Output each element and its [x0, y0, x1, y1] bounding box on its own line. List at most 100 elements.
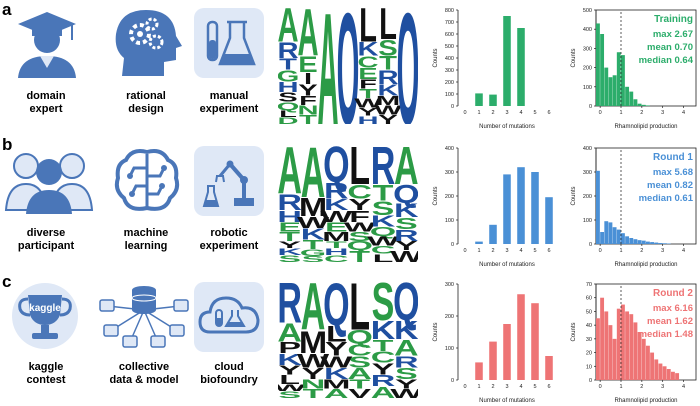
logo-letter: L — [359, 6, 377, 52]
hist-bar — [616, 52, 621, 106]
y-tick-label: 100 — [445, 92, 454, 98]
logo-letter: E — [358, 65, 377, 83]
data-network-icon — [99, 286, 189, 348]
logo-letter: A — [301, 280, 326, 345]
logo-letter: K — [301, 225, 326, 243]
y-tick-label: 500 — [583, 8, 592, 14]
y-tick-label: 200 — [445, 80, 454, 86]
y-tick-label: 100 — [583, 85, 592, 91]
hist-bar — [621, 304, 625, 380]
panel-label-a: a — [2, 0, 12, 19]
x-tick-label: 5 — [533, 248, 536, 254]
y-tick-label: 200 — [583, 66, 592, 72]
logo-letter: Q — [278, 100, 299, 113]
logo-letter: M — [376, 94, 400, 108]
hist-bar — [612, 227, 617, 244]
y-tick-label: 200 — [583, 194, 592, 200]
logo-letter: A — [278, 6, 299, 52]
hist-bar — [641, 338, 646, 380]
y-tick-label: 100 — [583, 218, 592, 224]
legend-stat: max 2.67 — [653, 29, 693, 40]
logo-letter: K — [324, 196, 349, 214]
hist-bar — [604, 221, 609, 244]
hist-bar — [637, 332, 642, 380]
logo-letter: L — [379, 6, 397, 49]
y-axis-label: Counts — [571, 48, 577, 67]
x-tick-label: 2 — [491, 110, 494, 116]
x-tick-label: 4 — [682, 110, 685, 116]
logo-letter: V — [348, 387, 371, 398]
y-tick-label: 200 — [445, 194, 454, 200]
logo-letter: R — [377, 68, 398, 89]
logo-letter: T — [299, 113, 317, 124]
logo-letter: Y — [298, 81, 318, 99]
kaggle-logo-text: kaggle — [29, 303, 61, 314]
x-tick-label: 1 — [477, 248, 480, 254]
y-tick-label: 20 — [586, 351, 592, 357]
logo-letter: Q — [337, 6, 360, 124]
x-tick-label: 3 — [661, 384, 664, 390]
logo-letter: I — [304, 70, 312, 88]
hist-bar — [608, 222, 613, 244]
y-tick-label: 10 — [586, 364, 592, 370]
x-axis-label: Number of mutations — [479, 262, 535, 268]
logo-letter: A — [394, 336, 418, 361]
logo-letter: W — [297, 350, 330, 371]
bar — [489, 94, 497, 106]
bar — [503, 324, 511, 380]
logo-letter: H — [324, 246, 349, 257]
hist-bar — [621, 55, 625, 106]
legend-title: Training — [654, 14, 693, 25]
x-tick-label: 2 — [491, 384, 494, 390]
logo-letter: C — [347, 341, 372, 359]
hist-bar — [641, 240, 646, 244]
logo-letter: Y — [348, 196, 371, 214]
logo-letter: K — [278, 351, 302, 369]
logo-letter: L — [373, 252, 394, 262]
hist-bar — [612, 338, 617, 380]
hist-bar — [625, 86, 630, 106]
x-tick-label: 5 — [533, 110, 536, 116]
logo-letter: T — [303, 238, 324, 252]
logo-letter: S — [395, 215, 418, 233]
logo-letter: W — [354, 96, 383, 110]
x-tick-label: 1 — [477, 384, 480, 390]
logo-letter: C — [371, 244, 396, 256]
x-tick-label: 4 — [682, 384, 685, 390]
x-tick-label: 6 — [547, 248, 550, 254]
head-gears-icon — [115, 10, 182, 76]
logo-letter: Q — [370, 225, 396, 239]
y-tick-label: 400 — [445, 56, 454, 62]
logo-letter: H — [278, 207, 302, 225]
logo-letter: K — [394, 200, 418, 221]
logo-letter: C — [347, 181, 372, 202]
bar — [545, 356, 553, 380]
y-tick-label: 500 — [445, 44, 454, 50]
hist-bar — [596, 23, 600, 106]
hist-bar — [629, 314, 634, 380]
logo-letter: E — [325, 220, 348, 234]
logo-letter: K — [324, 365, 349, 383]
logo-letter: S — [378, 35, 397, 61]
logo-letter: S — [302, 255, 325, 262]
logo-letter: A — [297, 6, 318, 70]
logo-letter: Q — [323, 144, 349, 194]
hist-bar — [596, 318, 600, 380]
person-graduate-icon — [18, 12, 76, 78]
logo-letter: S — [278, 254, 301, 262]
hist-bar — [646, 241, 650, 244]
hist-bar — [608, 325, 613, 380]
x-tick-label: 2 — [640, 110, 643, 116]
hist-bar — [675, 373, 680, 380]
x-axis-label: Number of mutations — [479, 124, 535, 130]
